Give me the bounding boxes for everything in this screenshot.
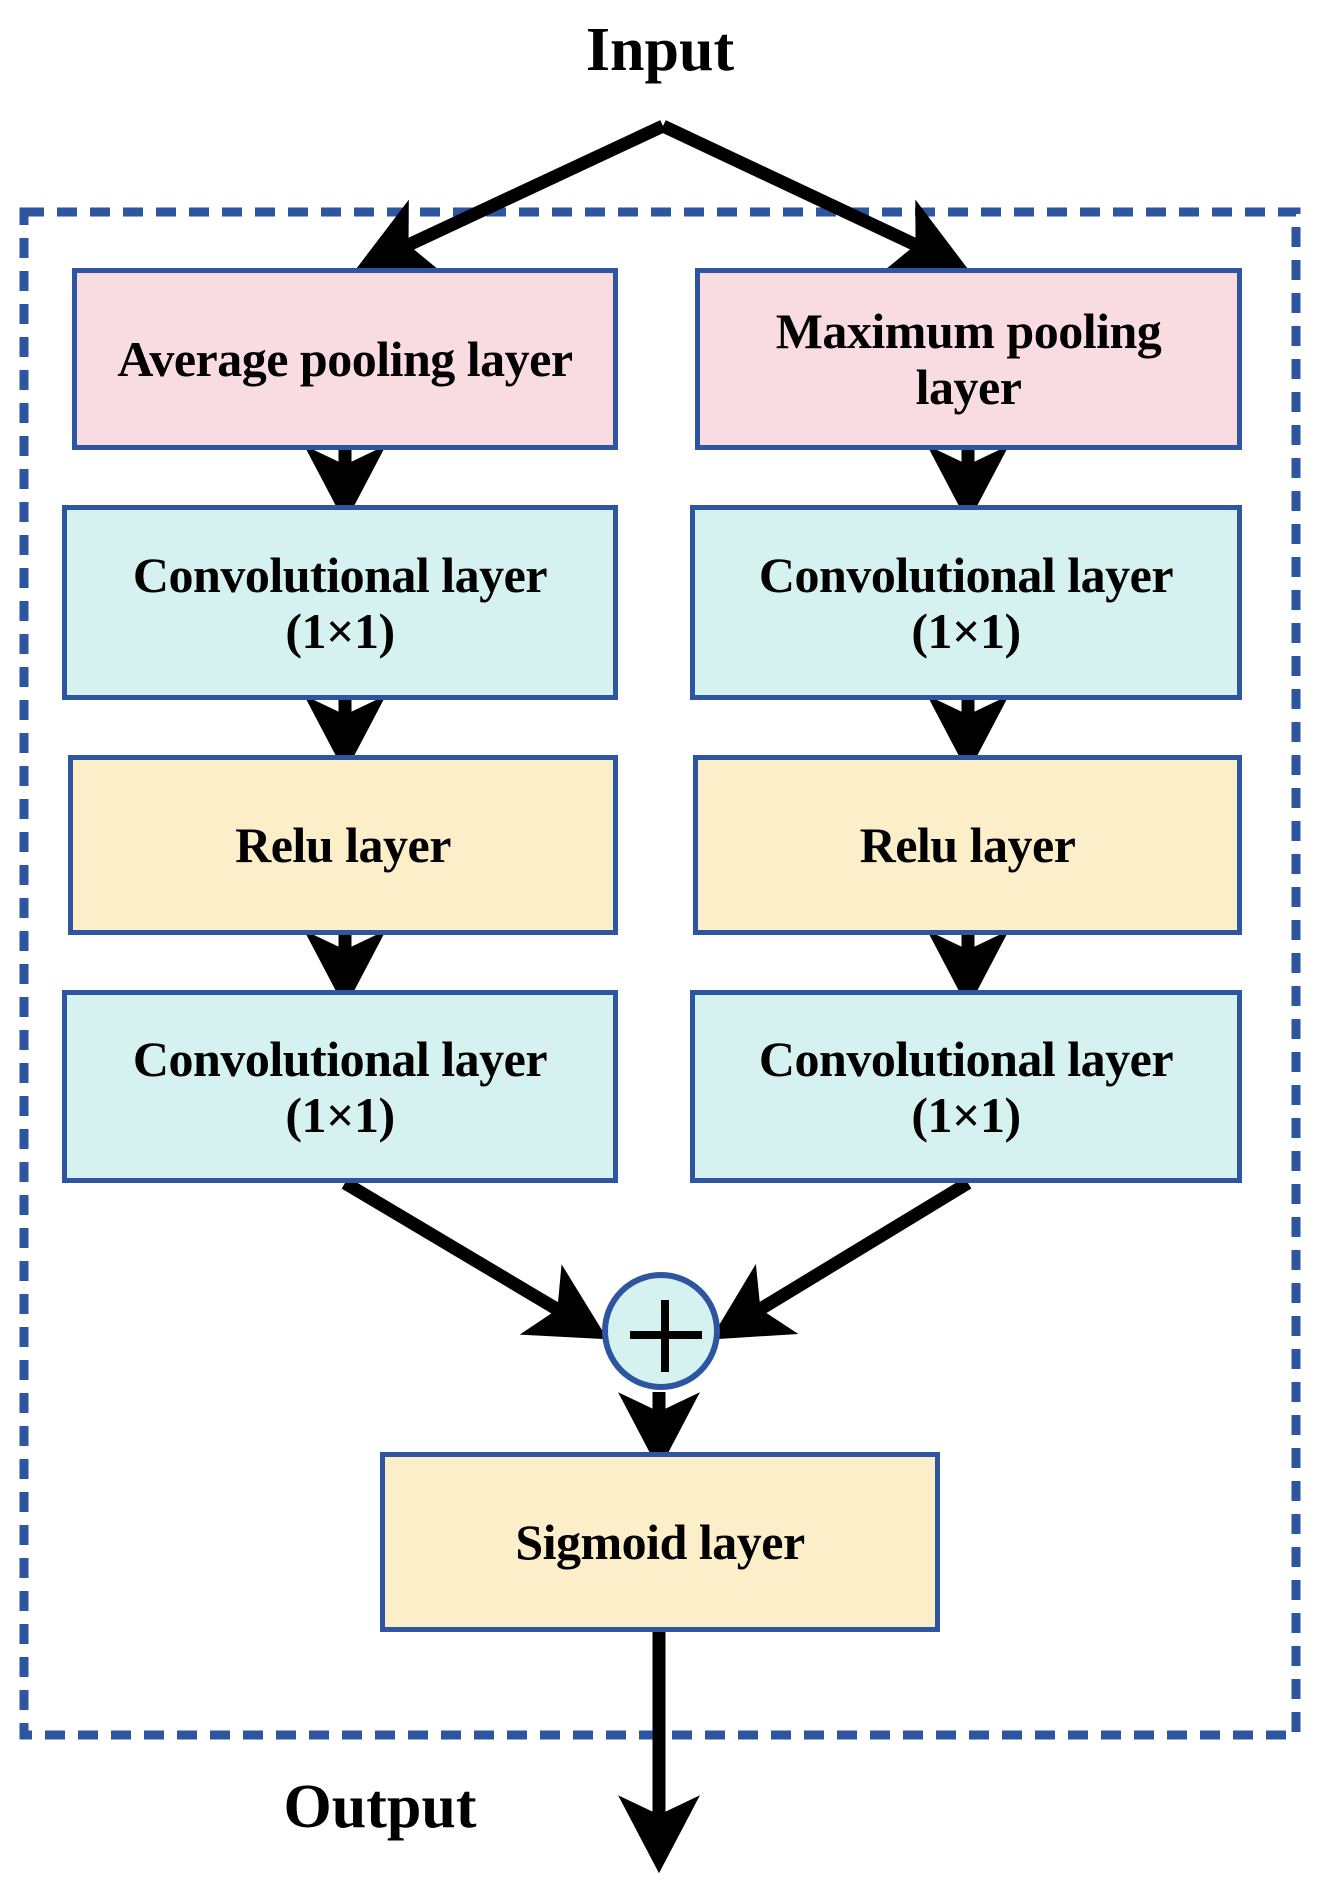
arrow-input-to-maximum [660,120,969,274]
node-left-relu-layer[interactable]: Relu layer [68,755,618,935]
node-left-convolutional-layer-1[interactable]: Convolutional layer (1×1) [62,505,618,700]
page-title-output: Output [283,1773,477,1841]
node-sigmoid-layer[interactable]: Sigmoid layer [380,1452,940,1632]
plus-icon-vertical [661,1300,669,1372]
node-maximum-pooling-layer[interactable]: Maximum pooling layer [695,268,1242,450]
arrow-right-conv2-to-sum [710,1177,972,1340]
page-title-input: Input [585,16,735,84]
node-average-pooling-layer[interactable]: Average pooling layer [72,268,618,450]
node-right-convolutional-layer-2[interactable]: Convolutional layer (1×1) [690,990,1242,1183]
node-right-relu-layer[interactable]: Relu layer [693,755,1242,935]
arrow-input-to-average [355,120,666,274]
node-right-convolutional-layer-1[interactable]: Convolutional layer (1×1) [690,505,1242,700]
sum-operator-node[interactable] [602,1272,720,1390]
arrow-left-conv2-to-sum [341,1177,608,1340]
node-left-convolutional-layer-2[interactable]: Convolutional layer (1×1) [62,990,618,1183]
